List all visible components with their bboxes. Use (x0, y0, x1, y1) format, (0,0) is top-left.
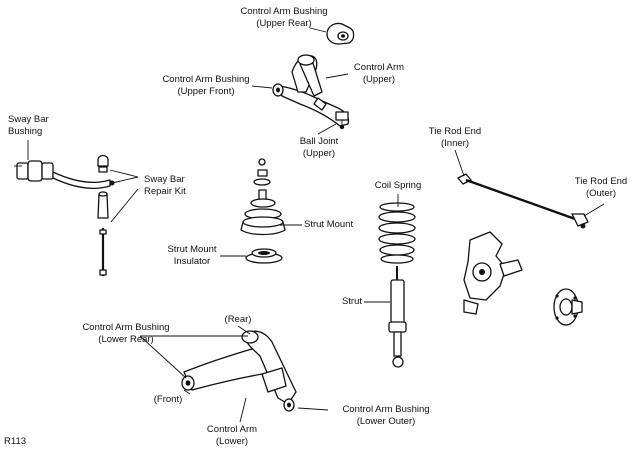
label-tie-rod-end-inner: Tie Rod End (Inner) (428, 126, 482, 149)
label-control-arm-lower: Control Arm (Lower) (206, 424, 258, 447)
label-front: (Front) (153, 394, 183, 405)
upper-rear-bushing-part (326, 22, 355, 45)
strut-mount-part (240, 158, 286, 236)
label-control-arm-upper: Control Arm (Upper) (353, 62, 405, 85)
steering-knuckle-part (463, 231, 523, 315)
sway-bar-repair-kit-part (97, 154, 109, 276)
sway-bar-bushing-part (14, 160, 115, 190)
label-control-arm-bushing-lower-rear: Control Arm Bushing (Lower Rear) (82, 322, 170, 345)
label-strut-mount-insulator: Strut Mount Insulator (167, 244, 217, 267)
wheel-hub-part (553, 288, 583, 326)
strut-part (388, 266, 407, 368)
upper-control-arm-part (272, 54, 350, 130)
lower-control-arm-part (181, 330, 297, 412)
label-ball-joint-upper: Ball Joint (Upper) (299, 136, 339, 159)
label-control-arm-bushing-lower-outer: Control Arm Bushing (Lower Outer) (342, 404, 430, 427)
label-sway-bar-bushing: Sway Bar Bushing (8, 114, 49, 137)
label-strut: Strut (341, 296, 362, 307)
label-coil-spring: Coil Spring (374, 180, 422, 191)
label-control-arm-bushing-upper-front: Control Arm Bushing (Upper Front) (162, 74, 250, 97)
label-strut-mount: Strut Mount (304, 219, 354, 230)
leader-lines (27, 27, 605, 423)
strut-mount-insulator-part (245, 248, 283, 264)
tie-rod-part (457, 173, 589, 229)
label-sway-bar-repair-kit: Sway Bar Repair Kit (144, 174, 186, 197)
label-tie-rod-end-outer: Tie Rod End (Outer) (574, 176, 628, 199)
label-control-arm-bushing-upper-rear: Control Arm Bushing (Upper Rear) (240, 6, 328, 29)
figure-code: R113 (4, 436, 27, 447)
label-rear: (Rear) (224, 314, 252, 325)
coil-spring-part (378, 202, 416, 264)
